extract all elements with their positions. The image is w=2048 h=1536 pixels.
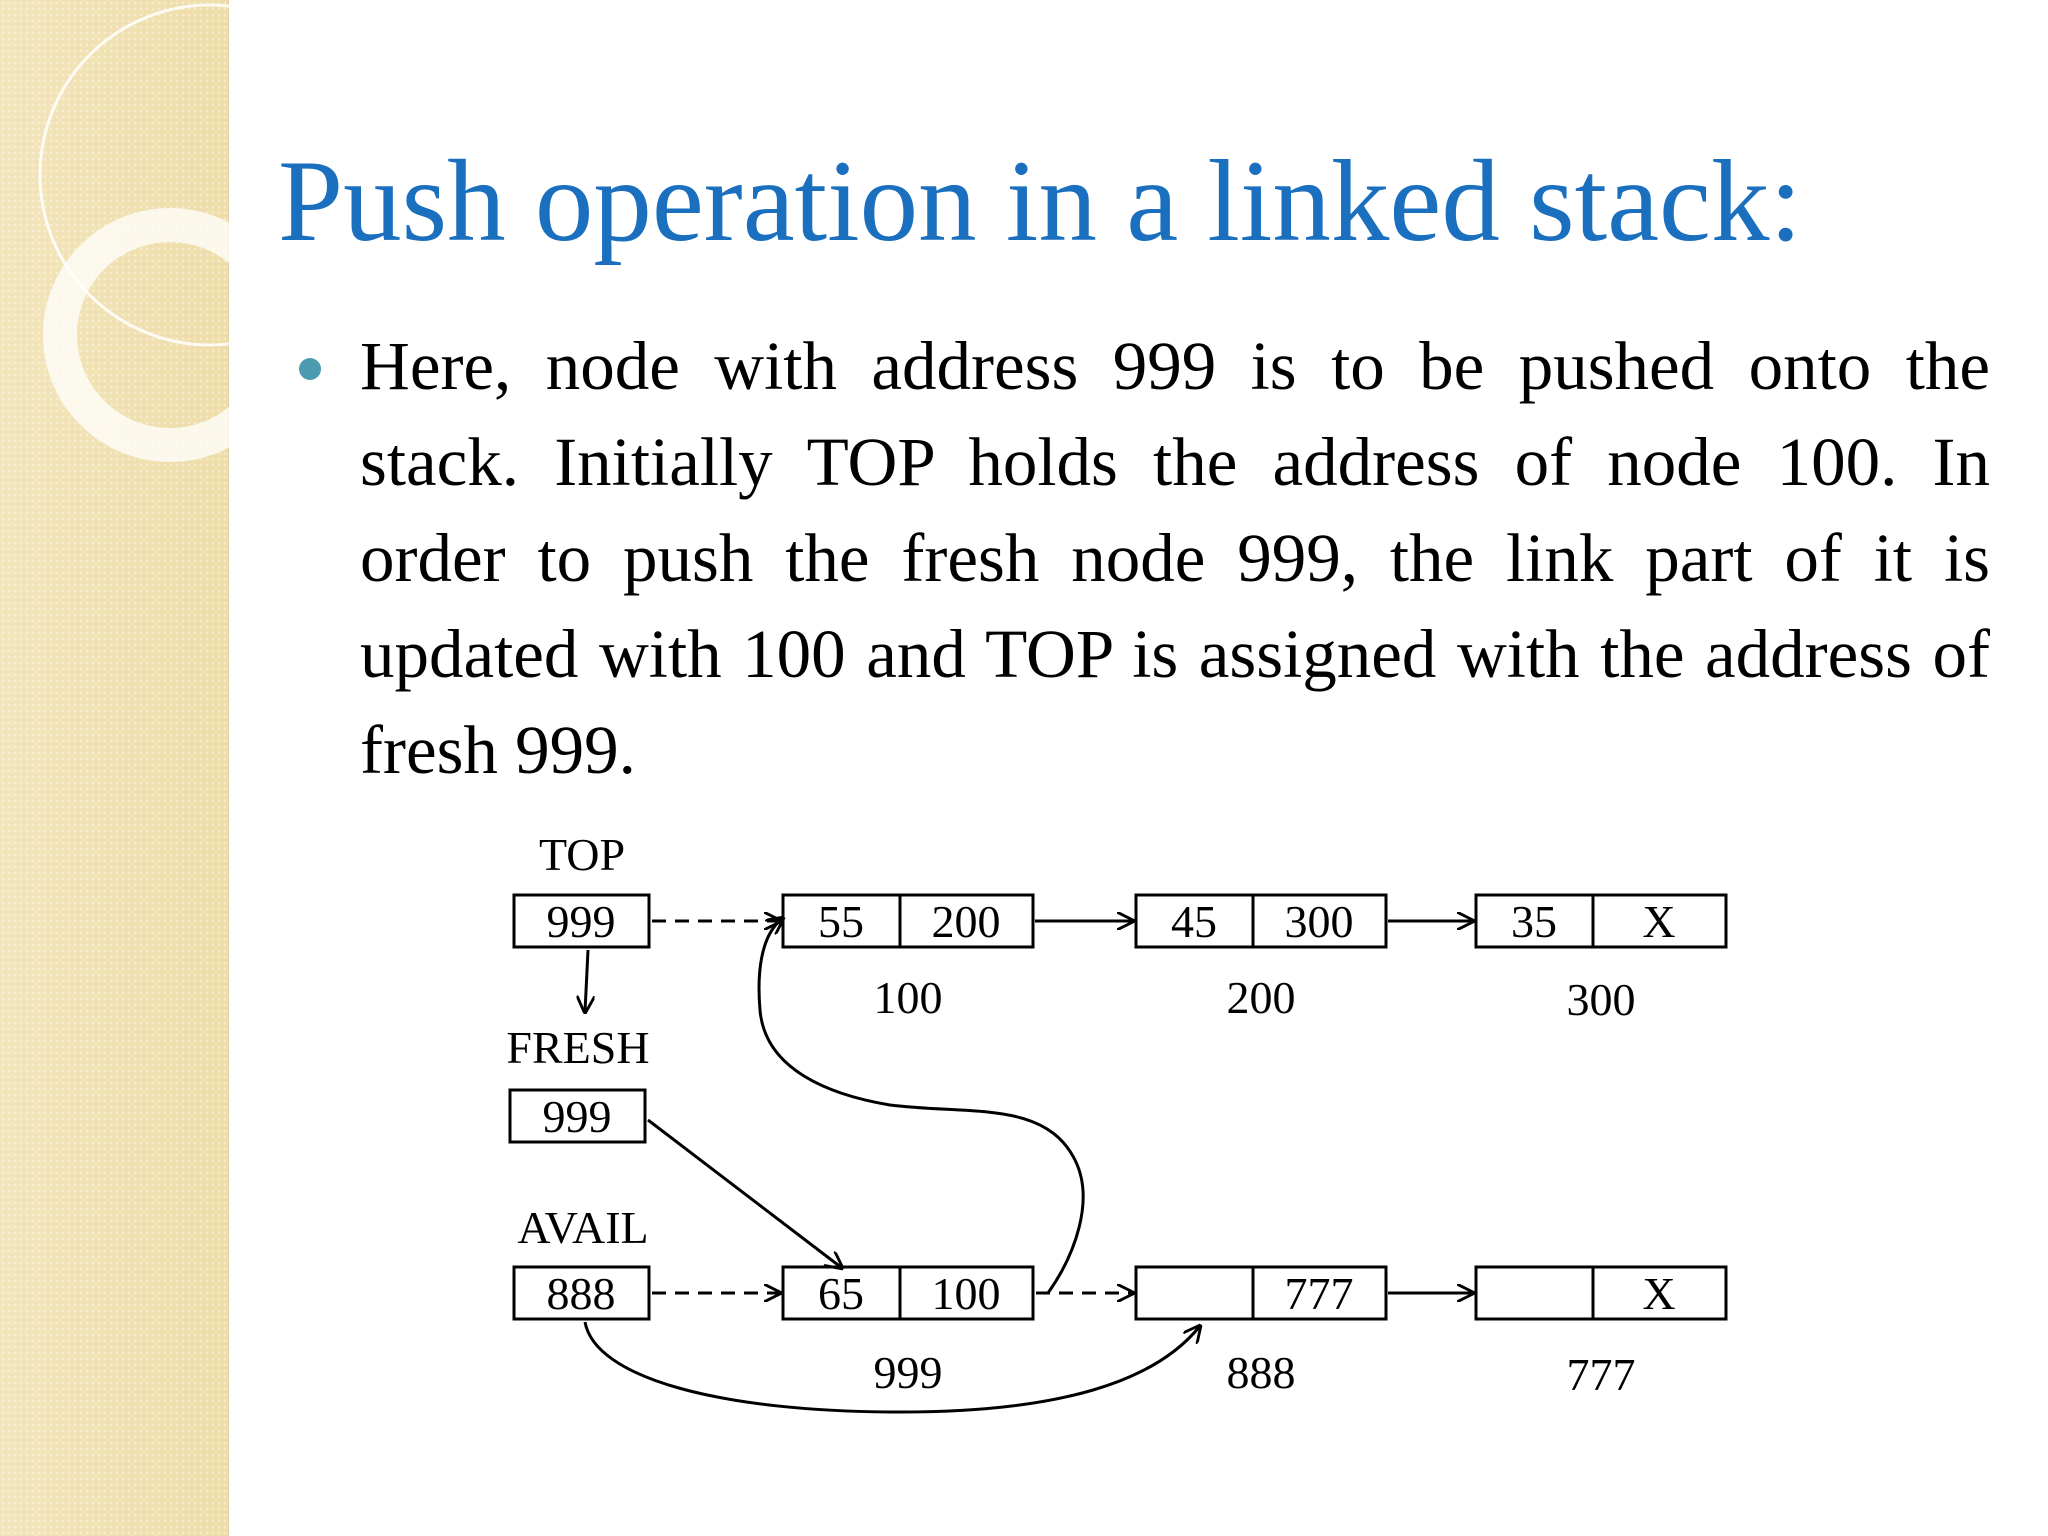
avail-to-node-888-curve: [583, 1321, 1200, 1414]
fresh-pointer-value: 999: [543, 1091, 612, 1142]
node-999-link-to-node-100-curve: [757, 918, 1085, 1294]
node-link: 100: [932, 1268, 1001, 1319]
avail-label: AVAIL: [517, 1202, 648, 1253]
node-link: X: [1642, 896, 1675, 947]
avail-node: 777 888: [1134, 1265, 1388, 1398]
stack-node: 35 X 300: [1474, 893, 1728, 1025]
node-data: 65: [818, 1268, 864, 1319]
node-address: 100: [874, 972, 943, 1023]
stack-node: 45 300 200: [1134, 893, 1388, 1023]
bullet-dot-icon: [299, 358, 321, 380]
node-link: X: [1642, 1268, 1675, 1319]
bullet-text: Here, node with address 999 is to be pus…: [360, 328, 1990, 788]
avail-pointer-value: 888: [547, 1268, 616, 1319]
fresh-pointer-box: [508, 1088, 647, 1144]
decorative-rings: [38, 3, 360, 462]
node-address: 777: [1567, 1349, 1636, 1400]
avail-pointer-box: [512, 1265, 651, 1321]
node-address: 200: [1227, 972, 1296, 1023]
node-link: 777: [1285, 1268, 1354, 1319]
node-address: 888: [1227, 1347, 1296, 1398]
top-pointer-box: [512, 893, 651, 949]
node-data: 45: [1171, 896, 1217, 947]
slide-title: Push operation in a linked stack:: [278, 137, 1802, 266]
node-link: 300: [1285, 896, 1354, 947]
node-address: 300: [1567, 974, 1636, 1025]
avail-node: 65 100 999: [781, 1265, 1035, 1398]
avail-node: X 777: [1474, 1265, 1728, 1400]
top-to-fresh-arrow: [585, 949, 588, 1012]
fresh-label: FRESH: [506, 1022, 649, 1073]
top-pointer-value: 999: [547, 896, 616, 947]
node-link: 200: [932, 896, 1001, 947]
stack-node: 55 200 100: [781, 893, 1035, 1023]
fresh-to-node-999-arrow: [647, 1118, 842, 1268]
top-label: TOP: [539, 829, 625, 880]
node-data: 55: [818, 896, 864, 947]
node-address: 999: [874, 1347, 943, 1398]
node-data: 35: [1511, 896, 1557, 947]
